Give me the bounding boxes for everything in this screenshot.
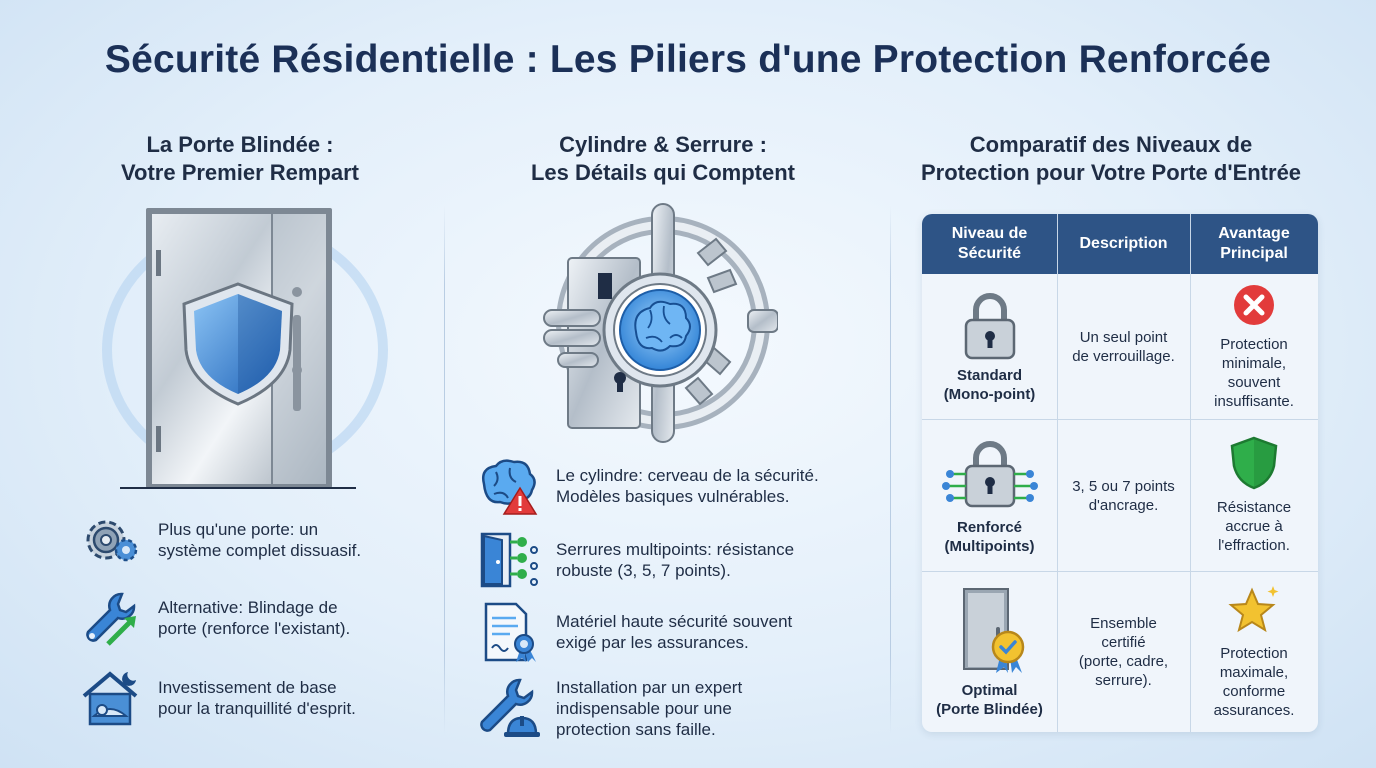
feature-peace-of-mind: Investissement de base pour la tranquill… — [78, 666, 356, 730]
table-row-reinforced-advantage: Résistance accrue à l'effraction. — [1190, 420, 1318, 571]
network-padlock-icon — [941, 440, 1038, 507]
certified-door-icon — [962, 588, 1024, 673]
green-shield-icon — [1230, 436, 1278, 490]
table-row-divider — [922, 571, 1318, 572]
wrench-arrow-icon — [86, 592, 136, 646]
table-row-optimal-desc: Ensemble certifié (porte, cadre, serrure… — [1078, 615, 1169, 689]
col2-title: Cylindre & Serrure : Les Détails qui Com… — [530, 132, 796, 185]
feature-cylinder: Le cylindre: cerveau de la sécurité. Mod… — [476, 454, 819, 518]
divider-right — [890, 205, 891, 735]
divider-left — [444, 205, 445, 735]
table-row-optimal-level: Optimal (Porte Blindée) — [922, 572, 1057, 732]
page-title: Sécurité Résidentielle : Les Piliers d'u… — [104, 38, 1272, 81]
wrench-helmet-icon — [480, 678, 540, 737]
gears-icon — [86, 520, 138, 562]
table-row-standard-level: Standard (Mono-point) — [922, 274, 1057, 419]
header-description: Description — [1057, 214, 1190, 274]
armored-door-illustration — [102, 208, 388, 489]
brain-warning-icon — [482, 459, 538, 515]
table-row-standard-desc: Un seul point de verrouillage. — [1072, 328, 1175, 365]
table-row-optimal-advantage: Protection maximale, conforme assurances… — [1190, 572, 1318, 732]
table-row-standard-advantage: Protection minimale, souvent insuffisant… — [1190, 274, 1318, 419]
table-row-reinforced-level: Renforcé (Multipoints) — [922, 420, 1057, 571]
feature-expert-installation: Installation par un expert indispensable… — [476, 676, 742, 740]
table-col-divider — [1190, 214, 1191, 732]
sleeping-house-icon — [82, 671, 138, 726]
lock-cylinder-illustration — [543, 203, 778, 443]
table-col-divider — [1057, 214, 1058, 732]
red-x-icon — [1234, 284, 1274, 325]
padlock-icon — [964, 292, 1015, 359]
feature-complete-system: Plus qu'une porte: un système complet di… — [78, 508, 361, 572]
certificate-icon — [484, 602, 536, 662]
col1-title: La Porte Blindée : Votre Premier Rempart — [120, 132, 359, 185]
table-row-reinforced-desc: 3, 5 ou 7 points d'ancrage. — [1072, 477, 1175, 514]
col3-title: Comparatif des Niveaux de Protection pou… — [920, 132, 1302, 185]
gold-star-icon — [1228, 586, 1279, 633]
feature-door-reinforcement: Alternative: Blindage de porte (renforce… — [78, 586, 350, 650]
feature-multipoint: Serrures multipoints: résistance robuste… — [476, 528, 794, 592]
feature-certified-hardware: Matériel haute sécurité souvent exigé pa… — [476, 600, 792, 664]
multipoint-door-icon — [480, 532, 538, 588]
table-row-divider — [922, 419, 1318, 420]
